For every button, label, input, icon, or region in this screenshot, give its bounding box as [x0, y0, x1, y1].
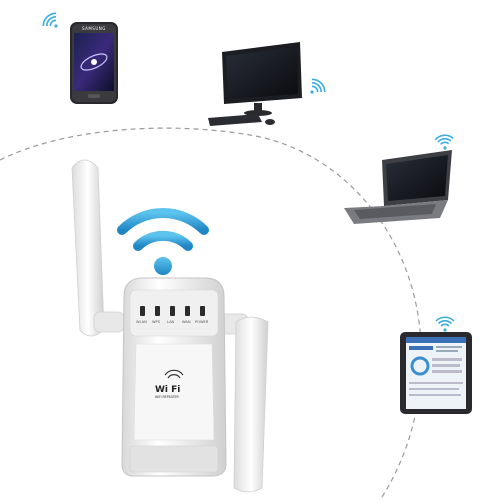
- coverage-dashed-arc: [0, 127, 422, 500]
- model-text: WiFi REPEATER: [155, 395, 180, 399]
- wifi-repeater: WLAN WPS LAN WAN POWER Wi Fi WiFi REPEAT…: [71, 159, 269, 493]
- led-label-power: POWER: [195, 320, 209, 324]
- monitor-screen: [226, 47, 298, 99]
- mouse: [265, 119, 275, 125]
- led-label-lan: LAN: [167, 320, 175, 324]
- laptop: [344, 150, 452, 224]
- laptop-screen: [386, 155, 448, 201]
- wifi-icon: [42, 12, 58, 28]
- tablet: [400, 332, 472, 414]
- wifi-icon: [434, 134, 454, 150]
- led-row: WLAN WPS LAN WAN POWER: [136, 306, 209, 324]
- smartphone: SAMSUNG: [70, 22, 118, 104]
- wifi-icon: [435, 316, 455, 332]
- led-label-wlan: WLAN: [136, 320, 147, 324]
- wifi-logo: Wi Fi WiFi REPEATER: [155, 369, 184, 399]
- left-antenna: [71, 159, 125, 337]
- logo-text: Wi Fi: [155, 385, 180, 395]
- phone-brand: SAMSUNG: [82, 26, 106, 31]
- led-label-wan: WAN: [182, 320, 191, 324]
- big-wifi-signal-icon: [117, 208, 209, 275]
- led-wan: [185, 306, 190, 316]
- right-antenna: [217, 313, 269, 493]
- led-wps: [155, 306, 160, 316]
- led-wlan: [140, 306, 145, 316]
- led-label-wps: WPS: [152, 320, 161, 324]
- wifi-icon: [310, 78, 326, 94]
- laptop-keyboard: [354, 204, 436, 219]
- led-power: [200, 306, 205, 316]
- keyboard: [208, 114, 262, 126]
- led-lan: [170, 306, 175, 316]
- desktop-computer: [208, 42, 302, 126]
